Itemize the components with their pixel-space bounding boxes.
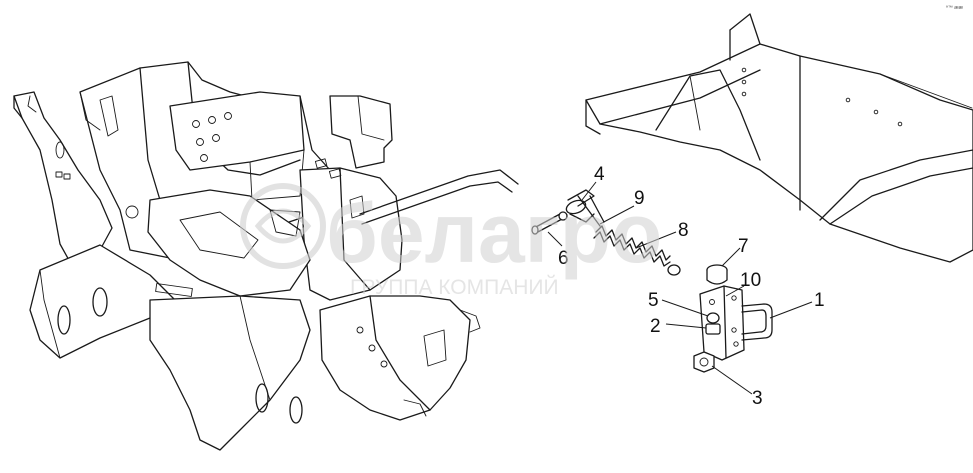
watermark-subtitle: ГРУППА КОМПАНИЙ bbox=[350, 275, 559, 299]
leader-6 bbox=[547, 231, 563, 247]
callout-6: 6 bbox=[558, 248, 569, 269]
callout-2: 2 bbox=[650, 316, 661, 337]
callout-7: 7 bbox=[738, 236, 749, 257]
part-3-nut bbox=[693, 351, 715, 373]
leader-4 bbox=[581, 181, 597, 201]
callout-10: 10 bbox=[740, 270, 761, 291]
callout-4: 4 bbox=[594, 164, 605, 185]
exploded-parts bbox=[531, 189, 773, 373]
main-frame bbox=[13, 61, 519, 451]
leader-3 bbox=[711, 365, 753, 395]
callout-3: 3 bbox=[752, 388, 763, 409]
leader-5 bbox=[661, 299, 709, 317]
callout-9: 9 bbox=[634, 188, 645, 209]
part-2-nut bbox=[705, 323, 721, 335]
part-1-ubolt bbox=[741, 303, 773, 341]
leader-9 bbox=[599, 205, 635, 225]
corner-mark: ª™ ææ bbox=[946, 5, 964, 11]
part-8-spring bbox=[593, 225, 681, 276]
part-4-ring bbox=[565, 189, 595, 223]
leader-1 bbox=[769, 301, 813, 319]
watermark-brand: белагро bbox=[326, 186, 662, 280]
part-6-pin bbox=[531, 211, 568, 235]
part-5-washer bbox=[706, 312, 720, 324]
leader-2 bbox=[665, 323, 707, 329]
callout-8: 8 bbox=[678, 220, 689, 241]
cab-frame bbox=[585, 13, 973, 263]
callout-5: 5 bbox=[648, 290, 659, 311]
leader-7 bbox=[721, 247, 741, 267]
part-10-bracket bbox=[699, 285, 745, 361]
part-7-cap bbox=[706, 264, 728, 285]
callouts: 4 9 8 6 7 10 5 2 1 3 bbox=[558, 164, 825, 409]
callout-1: 1 bbox=[814, 290, 825, 311]
part-9-shackle bbox=[577, 195, 605, 227]
leader-8 bbox=[635, 231, 677, 249]
watermark: белагро ГРУППА КОМПАНИЙ bbox=[240, 183, 662, 299]
leader-10 bbox=[725, 285, 745, 297]
leader-lines bbox=[547, 181, 813, 395]
